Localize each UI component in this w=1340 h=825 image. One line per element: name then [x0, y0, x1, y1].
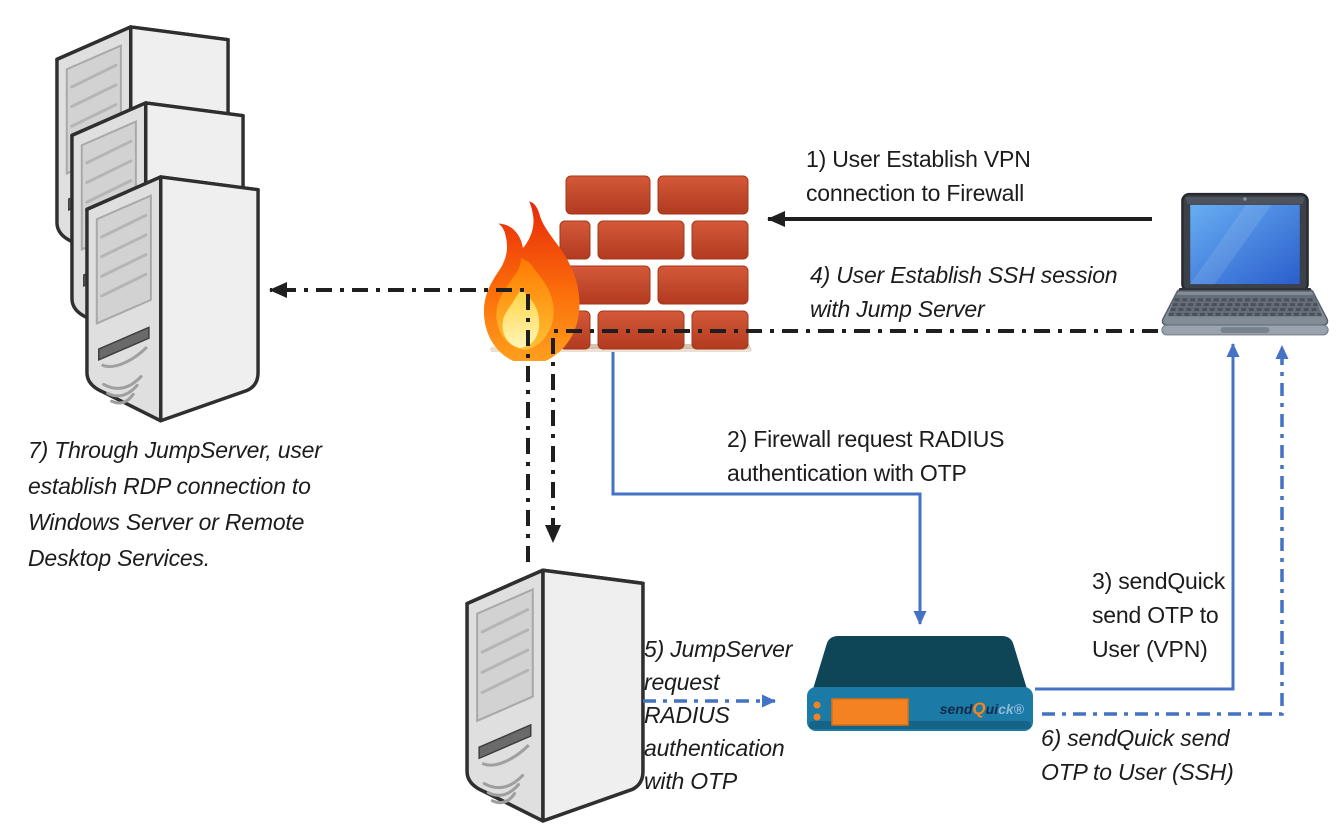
logo-part: send — [939, 701, 973, 717]
label-step-4: 4) User Establish SSH session with Jump … — [810, 262, 1118, 322]
label-step-1: 1) User Establish VPN connection to Fire… — [806, 146, 1031, 206]
label-step-7: 7) Through JumpServer, user establish RD… — [28, 437, 322, 571]
server-stack-icon — [55, 25, 260, 423]
logo-part: ui — [985, 701, 999, 717]
sendquick-appliance: sendQuick® — [806, 633, 1035, 733]
jump-server — [463, 548, 647, 825]
logo-part: Q — [972, 699, 986, 718]
appliance-display — [831, 698, 909, 726]
sendquick-logo: sendQuick® — [924, 699, 1024, 719]
logo-part: ck® — [998, 701, 1024, 717]
laptop-icon — [1161, 192, 1329, 336]
windows-server-stack — [54, 6, 264, 436]
appliance-led — [813, 713, 821, 721]
brick-wall — [559, 175, 749, 350]
firewall — [460, 160, 760, 365]
label-step-3: 3) sendQuick send OTP to User (VPN) — [1092, 568, 1226, 662]
label-step-2: 2) Firewall request RADIUS authenticatio… — [727, 426, 1005, 486]
user-laptop — [1156, 192, 1334, 339]
label-step-6: 6) sendQuick send OTP to User (SSH) — [1041, 725, 1234, 785]
sendquick-appliance-icon — [807, 636, 1033, 731]
label-step-5: 5) JumpServer request RADIUS authenticat… — [644, 636, 793, 794]
firewall-icon — [483, 175, 752, 361]
jump-server-icon — [465, 568, 645, 823]
appliance-led — [813, 701, 821, 709]
